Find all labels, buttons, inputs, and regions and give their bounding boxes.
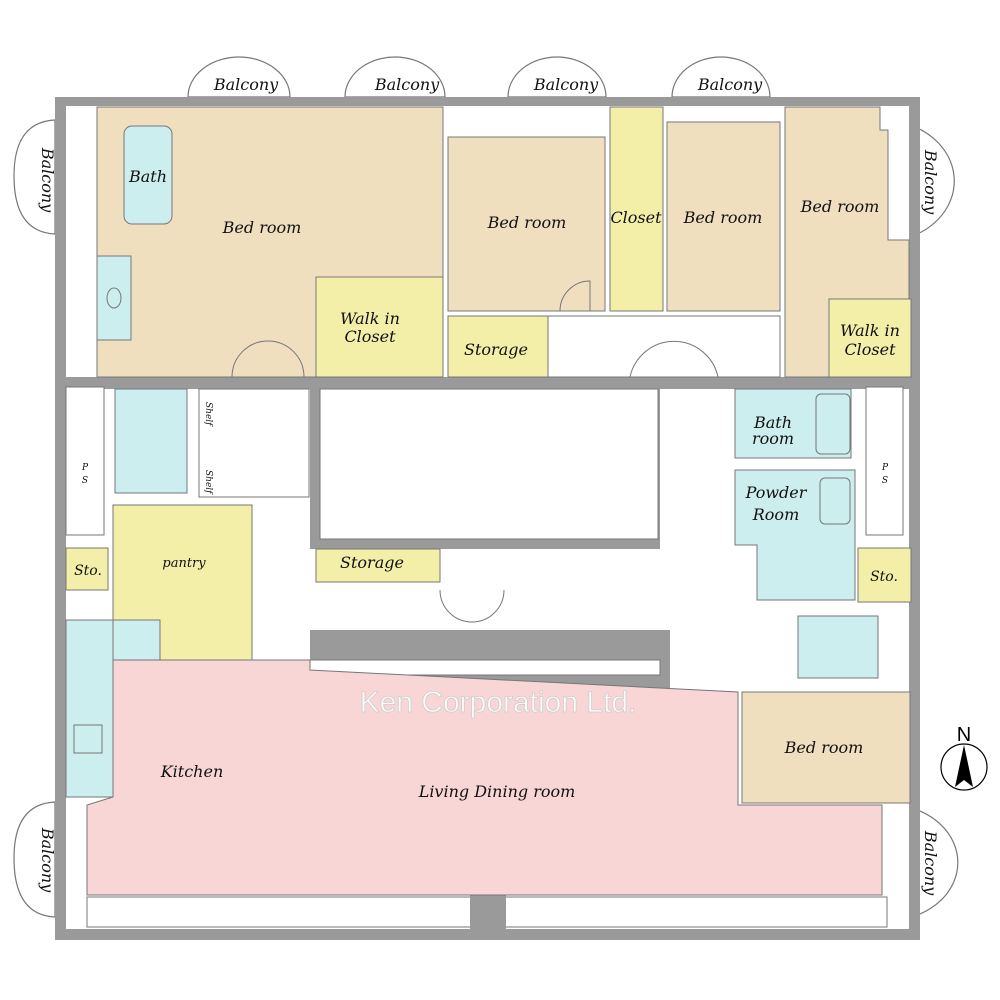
toilet-right (797, 615, 879, 679)
balcony-top-4 (671, 56, 771, 98)
label-balcony: Balcony (213, 75, 279, 94)
vanity (96, 255, 132, 341)
label-ps-left-s: S (82, 476, 88, 486)
label-balcony: Balcony (38, 827, 57, 893)
door-swing (231, 340, 305, 378)
label-closet: Closet (610, 208, 662, 227)
label-walk-in-1a: Walk in (340, 309, 400, 328)
label-master-bedroom: Bed room (222, 218, 302, 237)
door-swing (439, 589, 505, 623)
pipe-space-left (65, 386, 105, 536)
balcony-left-2 (13, 801, 56, 918)
kitchen-sink (112, 619, 161, 661)
label-bedroom-2: Bed room (487, 213, 567, 232)
column (470, 895, 506, 940)
north-compass-icon: N (940, 724, 988, 791)
storage-1 (447, 315, 549, 378)
closet (609, 106, 664, 312)
bedroom-2 (447, 136, 606, 312)
label-bath-room-a: Bath (753, 413, 792, 432)
balcony-labels: Balcony Balcony Balcony Balcony Balcony … (38, 75, 940, 896)
kitchen-counter (65, 619, 114, 798)
balcony-top-1 (187, 56, 291, 98)
room-labels: Bath Bed room Walk in Closet Bed room St… (74, 167, 900, 801)
label-walk-in-2a: Walk in (840, 321, 900, 340)
bedroom-5 (741, 691, 911, 804)
balcony-left-1 (13, 119, 56, 235)
bedroom-4 (784, 106, 910, 378)
label-bath-room-b: room (752, 429, 794, 448)
label-sto-left: Sto. (74, 563, 102, 579)
storage-2 (315, 548, 441, 583)
label-shelf-1: Shelf (203, 402, 213, 427)
label-balcony: Balcony (38, 147, 57, 213)
shelf-room (198, 388, 310, 498)
label-walk-in-1b: Closet (344, 327, 396, 346)
label-balcony: Balcony (533, 75, 599, 94)
sink-icon (106, 287, 122, 309)
bathtub (123, 125, 173, 225)
stove-icon (73, 724, 103, 754)
toilet-left (114, 388, 188, 494)
balcony-top-2 (344, 56, 446, 98)
bedroom-3 (666, 121, 781, 312)
door-swing (629, 340, 719, 378)
compass-label: N (957, 724, 971, 746)
label-bedroom-3: Bed room (683, 208, 763, 227)
storage-right (857, 547, 912, 603)
balcony-top-3 (507, 56, 607, 98)
watermark: Ken Corporation Ltd. (360, 686, 637, 719)
bathtub-2 (815, 393, 851, 455)
wall-band (66, 377, 909, 389)
label-kitchen: Kitchen (160, 762, 224, 781)
label-sto-right: Sto. (870, 569, 898, 585)
label-storage-2: Storage (340, 553, 404, 572)
door-swing (559, 280, 591, 312)
label-ps-left-p: P (81, 463, 89, 473)
walk-in-closet-1 (315, 276, 444, 378)
sink-2 (819, 477, 851, 525)
label-ps-right-p: P (881, 463, 889, 473)
label-powder-a: Powder (745, 483, 808, 502)
label-storage-1: Storage (464, 340, 528, 359)
living-dining-room (86, 659, 883, 896)
pipe-space-right (865, 386, 904, 536)
label-living-dining: Living Dining room (418, 782, 576, 801)
label-pantry: pantry (162, 556, 206, 571)
storage-left (65, 547, 109, 591)
label-bedroom-5: Bed room (784, 738, 864, 757)
label-shelf-2: Shelf (203, 470, 213, 495)
label-balcony: Balcony (921, 830, 940, 896)
central-void (319, 388, 659, 540)
label-ps-right-s: S (882, 476, 888, 486)
label-powder-b: Room (752, 505, 799, 524)
label-balcony: Balcony (697, 75, 763, 94)
hallway (547, 315, 781, 378)
label-walk-in-2b: Closet (844, 340, 896, 359)
label-balcony: Balcony (921, 149, 940, 215)
label-bedroom-4: Bed room (800, 197, 880, 216)
label-balcony: Balcony (374, 75, 440, 94)
label-bath: Bath (128, 167, 167, 186)
walk-in-closet-2 (828, 298, 912, 378)
